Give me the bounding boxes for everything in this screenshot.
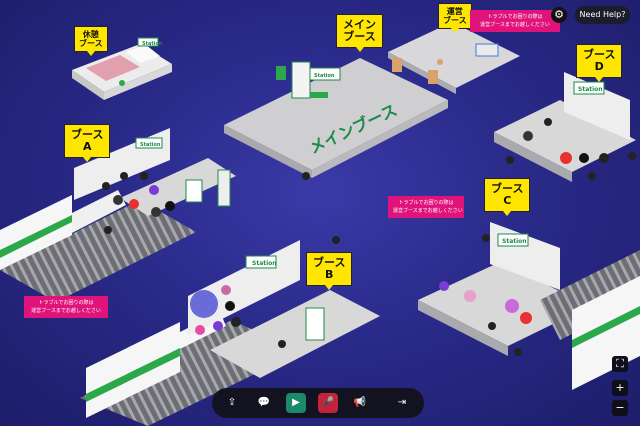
- rest-booth-sign[interactable]: 休憩 ブース: [74, 26, 108, 56]
- camera-icon: ▶: [292, 397, 300, 408]
- operations-booth[interactable]: [388, 22, 520, 94]
- booth-b-station-board: Station: [252, 260, 277, 267]
- chat-button[interactable]: 💬: [254, 393, 274, 413]
- booth-c[interactable]: Station: [418, 222, 640, 390]
- main-booth-sign[interactable]: メイン ブース: [336, 14, 383, 52]
- chat-icon: 💬: [257, 397, 271, 408]
- microphone-button[interactable]: 🎤: [318, 393, 338, 413]
- megaphone-button[interactable]: 📢: [350, 393, 370, 413]
- fit-screen-icon: ⛶: [616, 357, 624, 370]
- zoom-in-button[interactable]: +: [612, 380, 628, 396]
- megaphone-icon: 📢: [353, 397, 367, 408]
- fit-screen-button[interactable]: ⛶: [612, 356, 628, 372]
- main-station-board: Station: [314, 73, 335, 79]
- gear-icon: ⚙: [554, 8, 564, 21]
- booth-a[interactable]: Station: [0, 128, 236, 302]
- booth-a-station-board: Station: [140, 142, 161, 148]
- booth-d[interactable]: Station: [494, 72, 636, 182]
- zoom-out-button[interactable]: −: [612, 400, 628, 416]
- screen-share-button[interactable]: ⇪: [222, 393, 242, 413]
- rest-station-board: Station: [142, 41, 163, 47]
- booth-d-sign[interactable]: ブース D: [576, 44, 623, 82]
- media-toolbar: ⇪ 💬 ▶ 🎤 📢 ⇥: [212, 388, 424, 418]
- notice-middle: トラブルでお困りの際は 運営ブースまでお越しください: [388, 196, 464, 218]
- operations-booth-sign[interactable]: 運営 ブース: [438, 3, 472, 33]
- booth-b[interactable]: Station: [80, 236, 380, 426]
- booth-b-sign[interactable]: ブース B: [306, 252, 353, 290]
- booth-d-station-board: Station: [578, 86, 603, 93]
- booth-c-station-board: Station: [502, 238, 527, 245]
- main-booth-floor[interactable]: メインブース Station: [224, 58, 448, 178]
- settings-button[interactable]: ⚙: [551, 7, 567, 23]
- booth-a-sign[interactable]: ブース A: [64, 124, 111, 162]
- help-button[interactable]: Need Help?: [575, 6, 630, 24]
- camera-button[interactable]: ▶: [286, 393, 306, 413]
- rest-booth[interactable]: Station: [72, 37, 172, 100]
- microphone-muted-icon: 🎤: [321, 397, 335, 408]
- notice-top: トラブルでお困りの際は 運営ブースまでお越しください: [470, 10, 560, 32]
- screen-share-icon: ⇪: [227, 397, 237, 408]
- booth-c-sign[interactable]: ブース C: [484, 178, 531, 216]
- notice-left: トラブルでお困りの際は 運営ブースまでお越しください: [24, 296, 108, 318]
- exit-icon: ⇥: [397, 397, 407, 408]
- exit-button[interactable]: ⇥: [392, 393, 412, 413]
